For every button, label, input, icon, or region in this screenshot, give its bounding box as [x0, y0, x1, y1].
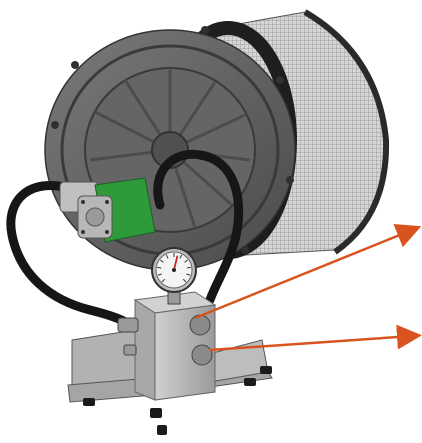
gauge-tick	[184, 259, 189, 263]
housing-bolts	[51, 26, 294, 254]
hydraulic-pump	[59, 177, 156, 243]
rubber-feet	[83, 366, 272, 435]
gauge-tick	[165, 254, 169, 259]
gauge-tick	[179, 254, 183, 259]
gauge-tick	[161, 278, 166, 283]
gauge-tick	[186, 273, 191, 276]
pointer-arrow-icon	[209, 324, 422, 352]
lower-fitting	[123, 344, 137, 356]
top-hose	[153, 149, 244, 305]
gauge-tick	[159, 259, 164, 263]
gauge-tick	[157, 266, 162, 269]
gauge-tick	[186, 266, 191, 269]
gauge-tick	[182, 278, 187, 283]
side-fitting	[117, 317, 139, 333]
pointer-arrow-icon	[194, 224, 422, 320]
filter-rim-back	[303, 9, 390, 255]
left-hose	[6, 181, 140, 333]
gauge-tick	[157, 273, 162, 276]
gauge-needle	[173, 255, 179, 271]
bottom-port	[191, 344, 213, 366]
hoses	[6, 149, 244, 333]
gauge-ticks	[157, 253, 191, 283]
manifold-front	[134, 299, 156, 401]
pressure-gauge-icon	[151, 247, 197, 305]
callout-arrows	[194, 224, 422, 352]
top-port	[189, 314, 211, 336]
